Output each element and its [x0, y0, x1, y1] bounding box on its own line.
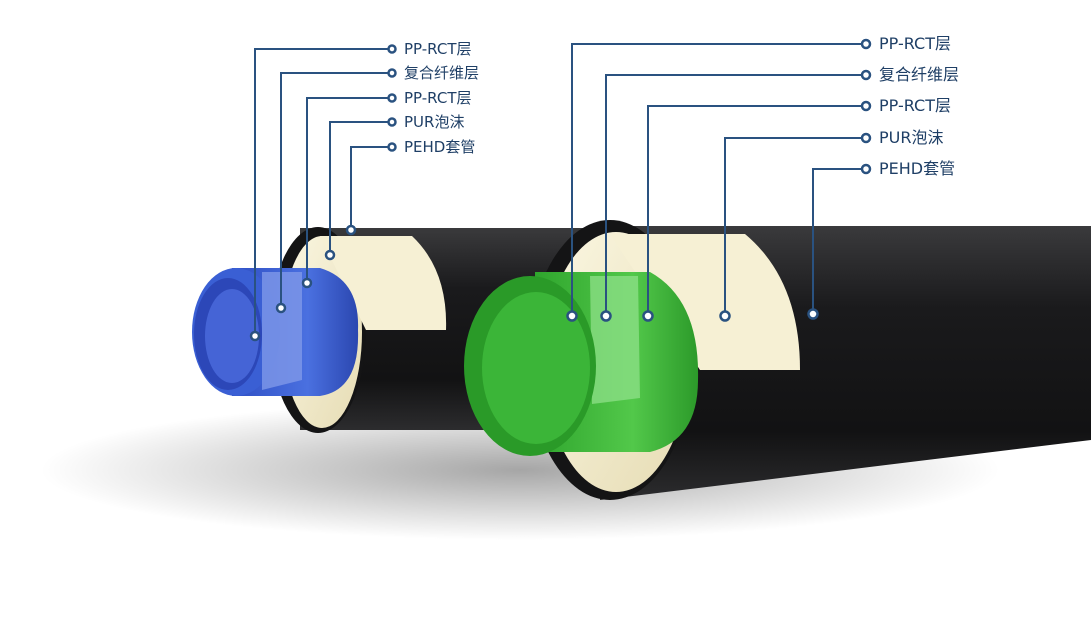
right-label-fibre: 复合纤维层 [879, 65, 960, 84]
right-leader-4 [724, 137, 866, 316]
right-anchor-dot-2 [600, 310, 612, 322]
left-pipe-bore-inner [205, 289, 259, 383]
left-label-pur-foam: PUR泡沫 [404, 113, 465, 131]
left-anchor-dot-3 [301, 277, 313, 289]
left-leader-5 [350, 146, 392, 230]
right-label-dot-4 [860, 132, 872, 144]
left-leader-1 [254, 48, 392, 336]
right-label-pur-foam: PUR泡沫 [879, 128, 944, 147]
right-anchor-dot-1 [566, 310, 578, 322]
right-leader-lines [571, 43, 866, 316]
left-pipe-fibre-band [262, 272, 302, 390]
right-leader-3 [647, 105, 866, 316]
left-label-dot-4 [387, 117, 397, 127]
right-label-pehd-jacket: PEHD套管 [879, 159, 956, 178]
right-anchor-dot-5 [807, 308, 819, 320]
left-label-pp-rct-outer: PP-RCT层 [404, 40, 472, 58]
right-pipe-bore-inner [482, 292, 590, 444]
right-label-dot-5 [860, 163, 872, 175]
right-label-dot-3 [860, 100, 872, 112]
left-leader-3 [306, 97, 392, 283]
left-label-dot-2 [387, 68, 397, 78]
left-leader-4 [329, 121, 392, 255]
left-anchor-dot-5 [345, 224, 357, 236]
left-label-dot-1 [387, 44, 397, 54]
left-leader-2 [280, 72, 392, 308]
left-pipe-foam-cut [320, 236, 447, 330]
left-leader-lines [254, 48, 392, 336]
right-anchor-dot-4 [719, 310, 731, 322]
left-markers [249, 44, 397, 342]
right-pipe-foam-cut [610, 234, 800, 370]
left-label-pp-rct-inner: PP-RCT层 [404, 89, 472, 107]
left-label-dot-5 [387, 142, 397, 152]
left-label-fibre: 复合纤维层 [404, 64, 480, 82]
right-label-dot-1 [860, 38, 872, 50]
left-anchor-dot-1 [249, 330, 261, 342]
right-label-pp-rct-outer: PP-RCT层 [879, 34, 951, 53]
right-label-dot-2 [860, 69, 872, 81]
right-label-pp-rct-inner: PP-RCT层 [879, 96, 951, 115]
right-leader-1 [571, 43, 866, 316]
right-markers [566, 38, 872, 322]
left-label-pehd-jacket: PEHD套管 [404, 138, 476, 156]
right-pipe-fibre-band [590, 276, 640, 404]
right-leader-2 [605, 74, 866, 316]
left-label-dot-3 [387, 93, 397, 103]
right-leader-5 [812, 168, 866, 314]
left-anchor-dot-4 [324, 249, 336, 261]
right-pipe [464, 220, 1091, 500]
right-anchor-dot-3 [642, 310, 654, 322]
left-anchor-dot-2 [275, 302, 287, 314]
